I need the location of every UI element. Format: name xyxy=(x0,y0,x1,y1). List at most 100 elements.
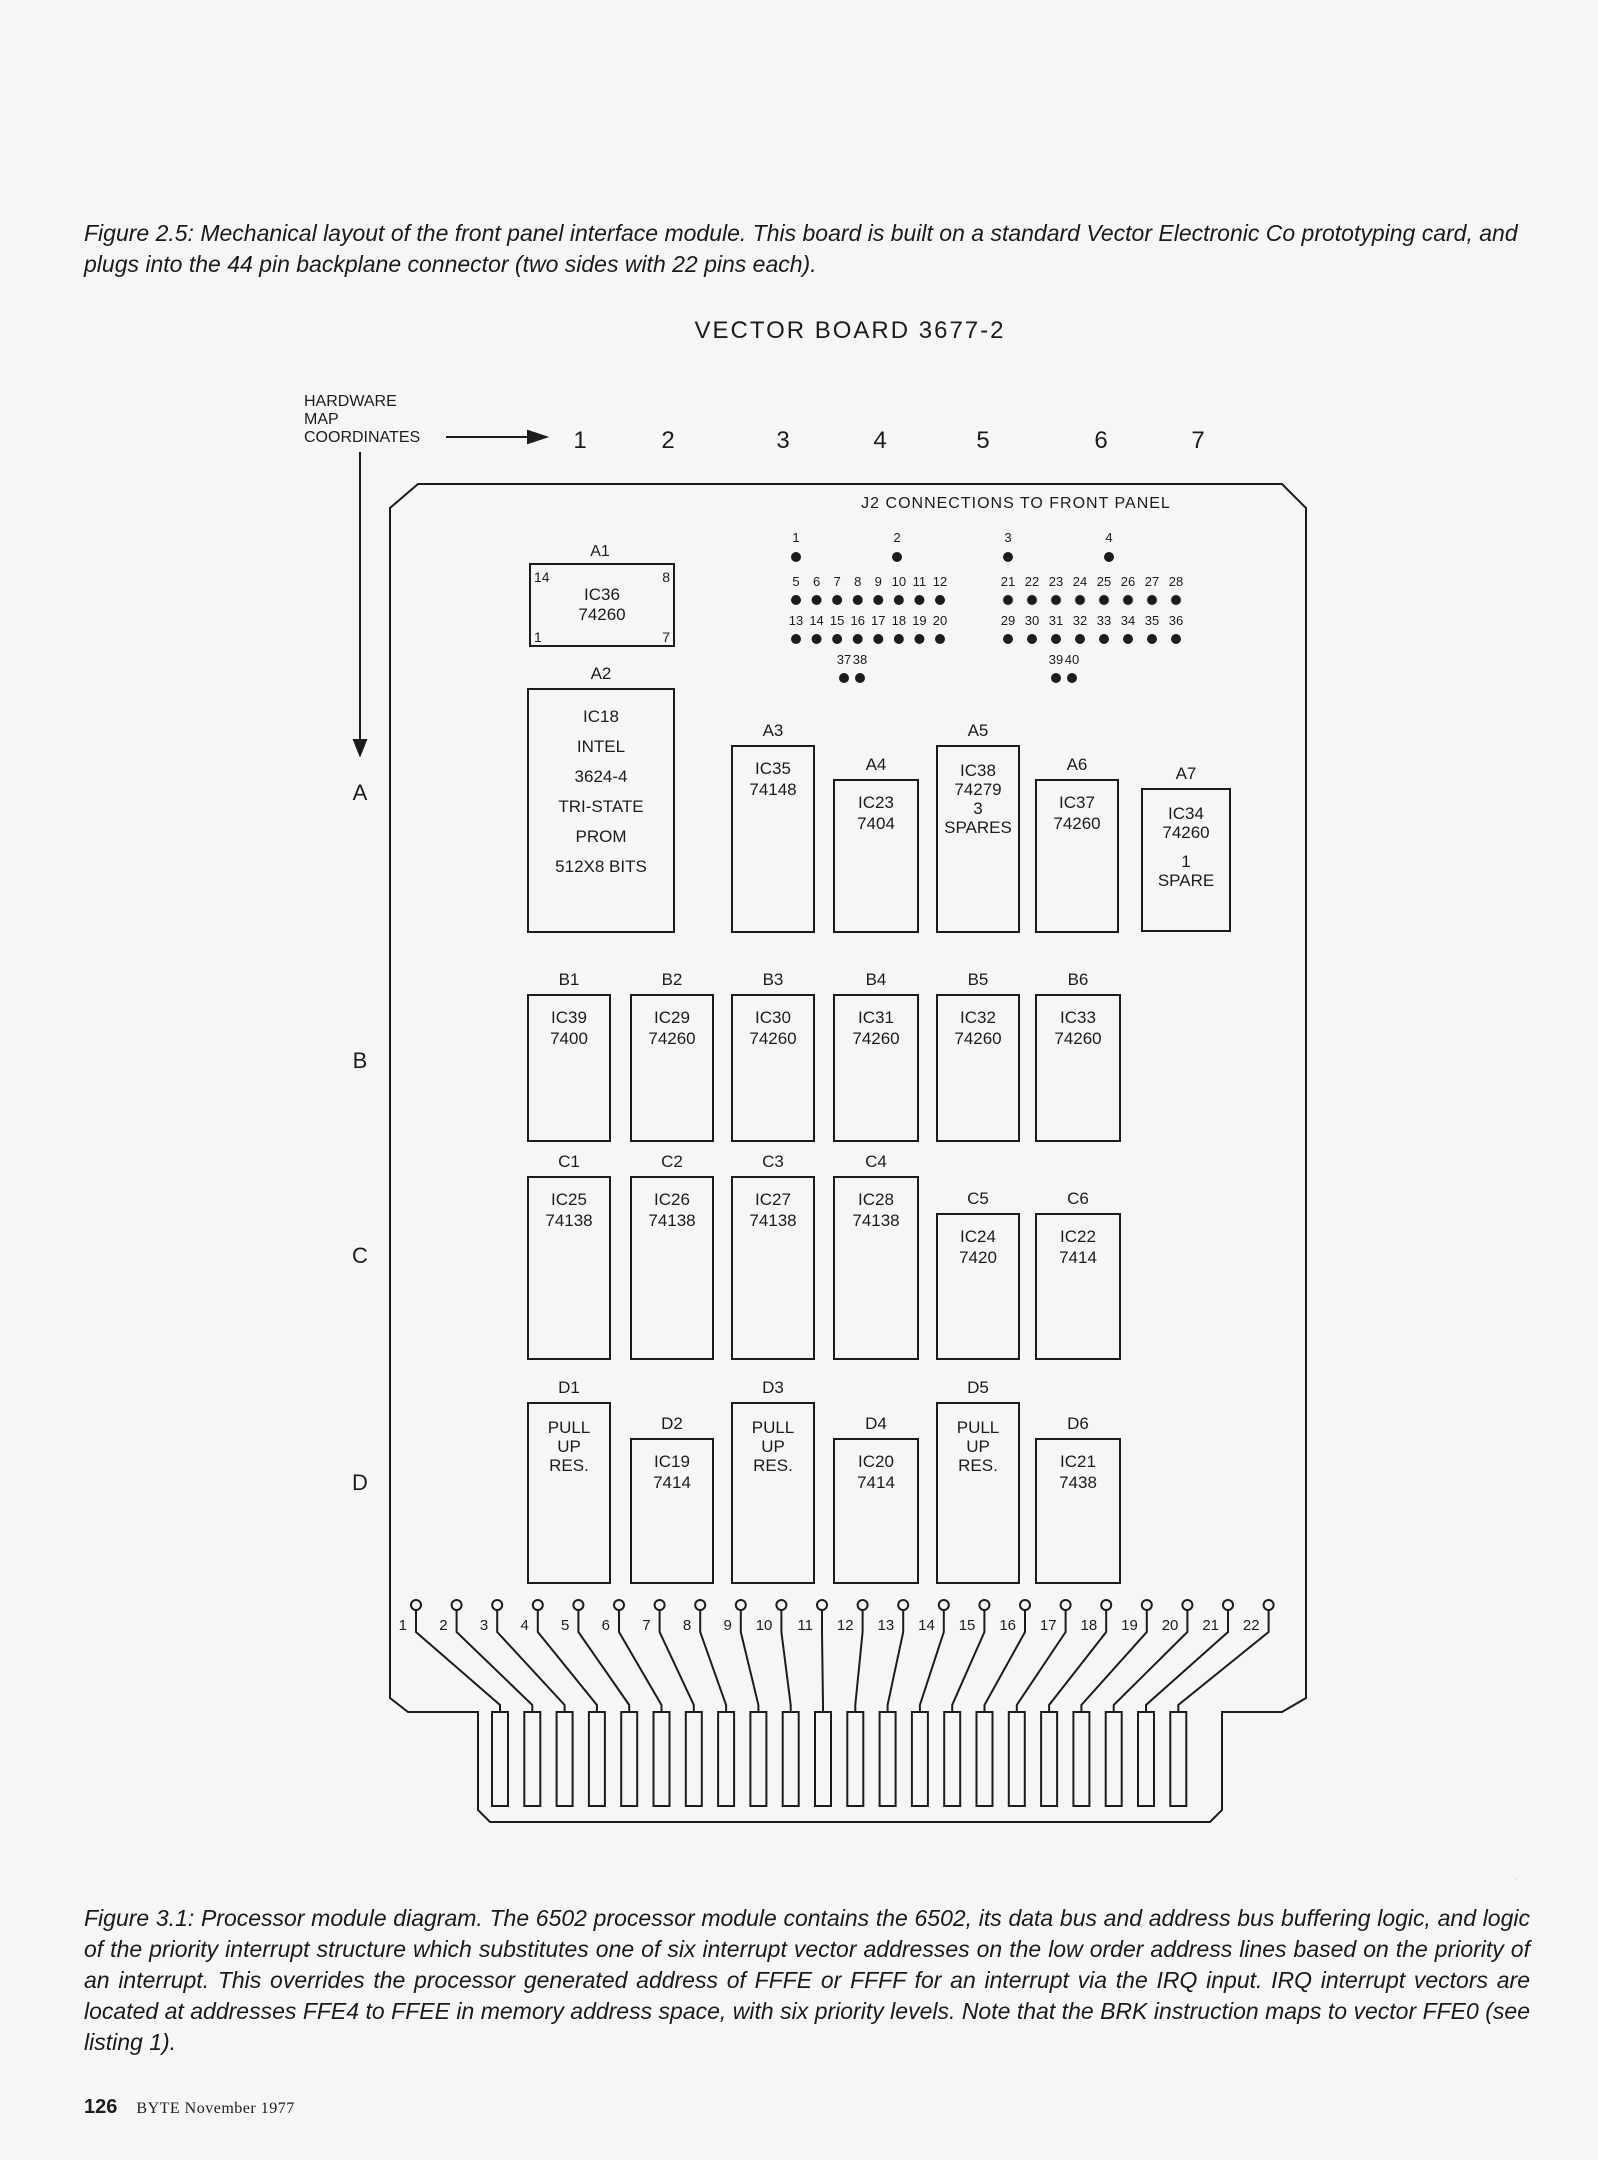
edge-trace xyxy=(455,1610,534,1712)
chip-pos-A5: A5 xyxy=(968,721,989,740)
j2-title: J2 CONNECTIONS TO FRONT PANEL xyxy=(861,495,1171,512)
chip-text: IC22 xyxy=(1060,1227,1096,1246)
edge-finger-20 xyxy=(1104,1711,1123,1807)
edge-pin-label: 6 xyxy=(602,1617,610,1634)
chip-text: IC26 xyxy=(654,1190,690,1209)
chip-C4 xyxy=(833,1176,919,1360)
edge-trace xyxy=(1015,1610,1067,1712)
j2-pin-dot xyxy=(914,634,925,644)
chip-text: IC39 xyxy=(551,1008,587,1027)
col-label-6: 6 xyxy=(1094,427,1107,454)
chip-text: IC23 xyxy=(858,793,894,812)
j2-pin-label: 14 xyxy=(809,613,823,628)
chip-B6 xyxy=(1035,994,1121,1142)
j2-pin-label: 25 xyxy=(1097,574,1111,589)
chip-pos-D1: D1 xyxy=(558,1378,580,1397)
j2-pin-label: 39 xyxy=(1049,652,1063,667)
edge-finger-16 xyxy=(975,1711,994,1807)
edge-pin-label: 21 xyxy=(1202,1617,1219,1634)
edge-trace xyxy=(496,1610,566,1712)
edge-pin-ring xyxy=(694,1599,707,1611)
chip-B1 xyxy=(527,994,611,1142)
chip-pos-D6: D6 xyxy=(1067,1414,1089,1433)
chip-D5 xyxy=(936,1402,1020,1584)
edge-finger-9 xyxy=(749,1711,768,1807)
edge-trace xyxy=(1048,1610,1108,1712)
j2-pin-label: 8 xyxy=(854,574,861,589)
j2-pin-label: 34 xyxy=(1121,613,1135,628)
chip-text: 3 xyxy=(973,799,982,818)
chip-text: IC29 xyxy=(654,1008,690,1027)
figure-3-1-caption: Figure 3.1: Processor module diagram. Th… xyxy=(84,1905,1530,2055)
row-label-A: A xyxy=(353,780,368,805)
j2-pin-dot xyxy=(1123,595,1133,605)
chip-pos-D3: D3 xyxy=(762,1378,784,1397)
edge-pin-label: 9 xyxy=(723,1617,731,1634)
chip-pos-D2: D2 xyxy=(661,1414,683,1433)
edge-pin-ring xyxy=(653,1599,666,1611)
edge-trace xyxy=(415,1610,501,1712)
col-label-4: 4 xyxy=(873,427,886,454)
edge-finger-14 xyxy=(910,1711,929,1807)
edge-finger-15 xyxy=(943,1711,962,1807)
board-outline xyxy=(389,483,1307,1823)
j2-pin-label: 30 xyxy=(1025,613,1039,628)
j2-pin-dot xyxy=(935,634,945,644)
edge-finger-22 xyxy=(1169,1711,1188,1807)
edge-pin-label: 2 xyxy=(439,1617,447,1634)
edge-pin-label: 14 xyxy=(918,1617,935,1634)
j2-pin-label: 35 xyxy=(1145,613,1159,628)
chip-text: 74138 xyxy=(545,1211,592,1230)
j2-pin-dot xyxy=(1171,634,1181,644)
chip-pin-label: 8 xyxy=(662,569,670,585)
j2-pin-dot xyxy=(1027,634,1037,644)
edge-pin-label: 1 xyxy=(399,1617,407,1634)
chip-pos-A3: A3 xyxy=(763,721,784,740)
edge-pin-label: 15 xyxy=(959,1617,976,1634)
edge-finger-11 xyxy=(814,1711,832,1807)
edge-finger-17 xyxy=(1007,1711,1026,1807)
j2-pin-label: 7 xyxy=(834,574,841,589)
chip-text: IC36 xyxy=(584,585,620,604)
j2-pin-dot xyxy=(914,595,925,605)
edge-pin-label: 18 xyxy=(1081,1617,1098,1634)
chip-D3 xyxy=(731,1402,815,1584)
chip-pos-D5: D5 xyxy=(967,1378,989,1397)
edge-pin-ring xyxy=(775,1599,788,1611)
chip-text: 74260 xyxy=(648,1029,695,1048)
figure-2-5-caption: Figure 2.5: Mechanical layout of the fro… xyxy=(84,220,1518,277)
chip-pos-C5: C5 xyxy=(967,1189,989,1208)
chip-text: IC35 xyxy=(755,759,791,778)
j2-pin-dot xyxy=(892,552,902,562)
chip-pos-C1: C1 xyxy=(558,1152,580,1171)
j2-pin-label: 36 xyxy=(1169,613,1183,628)
j2-pin-dot xyxy=(935,595,945,605)
edge-finger-12 xyxy=(846,1711,865,1807)
chip-C2 xyxy=(630,1176,714,1360)
diagram-title: VECTOR BOARD 3677-2 xyxy=(695,317,1006,344)
edge-pin-label: 13 xyxy=(878,1617,895,1634)
edge-trace xyxy=(1177,1610,1270,1712)
edge-pin-ring xyxy=(816,1599,828,1611)
chip-text: IC19 xyxy=(654,1452,690,1471)
j2-pin-label: 18 xyxy=(892,613,906,628)
chip-text: 7400 xyxy=(550,1029,588,1048)
edge-trace xyxy=(821,1610,824,1712)
chip-text: 74148 xyxy=(749,780,796,799)
chip-D2 xyxy=(630,1438,714,1584)
chip-A3 xyxy=(731,745,815,933)
j2-pin-dot xyxy=(1147,634,1157,644)
j2-pin-dot xyxy=(791,552,801,562)
map-label-line: HARDWARE xyxy=(304,393,397,410)
edge-pin-label: 7 xyxy=(642,1617,650,1634)
edge-trace xyxy=(918,1610,945,1712)
chip-text: IC18 xyxy=(583,707,619,726)
chip-text: 74260 xyxy=(578,605,625,624)
chip-text: IC37 xyxy=(1059,793,1095,812)
chip-text: SPARE xyxy=(1158,871,1214,890)
edge-finger-1 xyxy=(491,1711,509,1807)
edge-finger-19 xyxy=(1072,1711,1091,1807)
j2-pin-label: 28 xyxy=(1169,574,1183,589)
edge-pin-label: 20 xyxy=(1162,1617,1179,1634)
edge-finger-10 xyxy=(781,1711,800,1807)
